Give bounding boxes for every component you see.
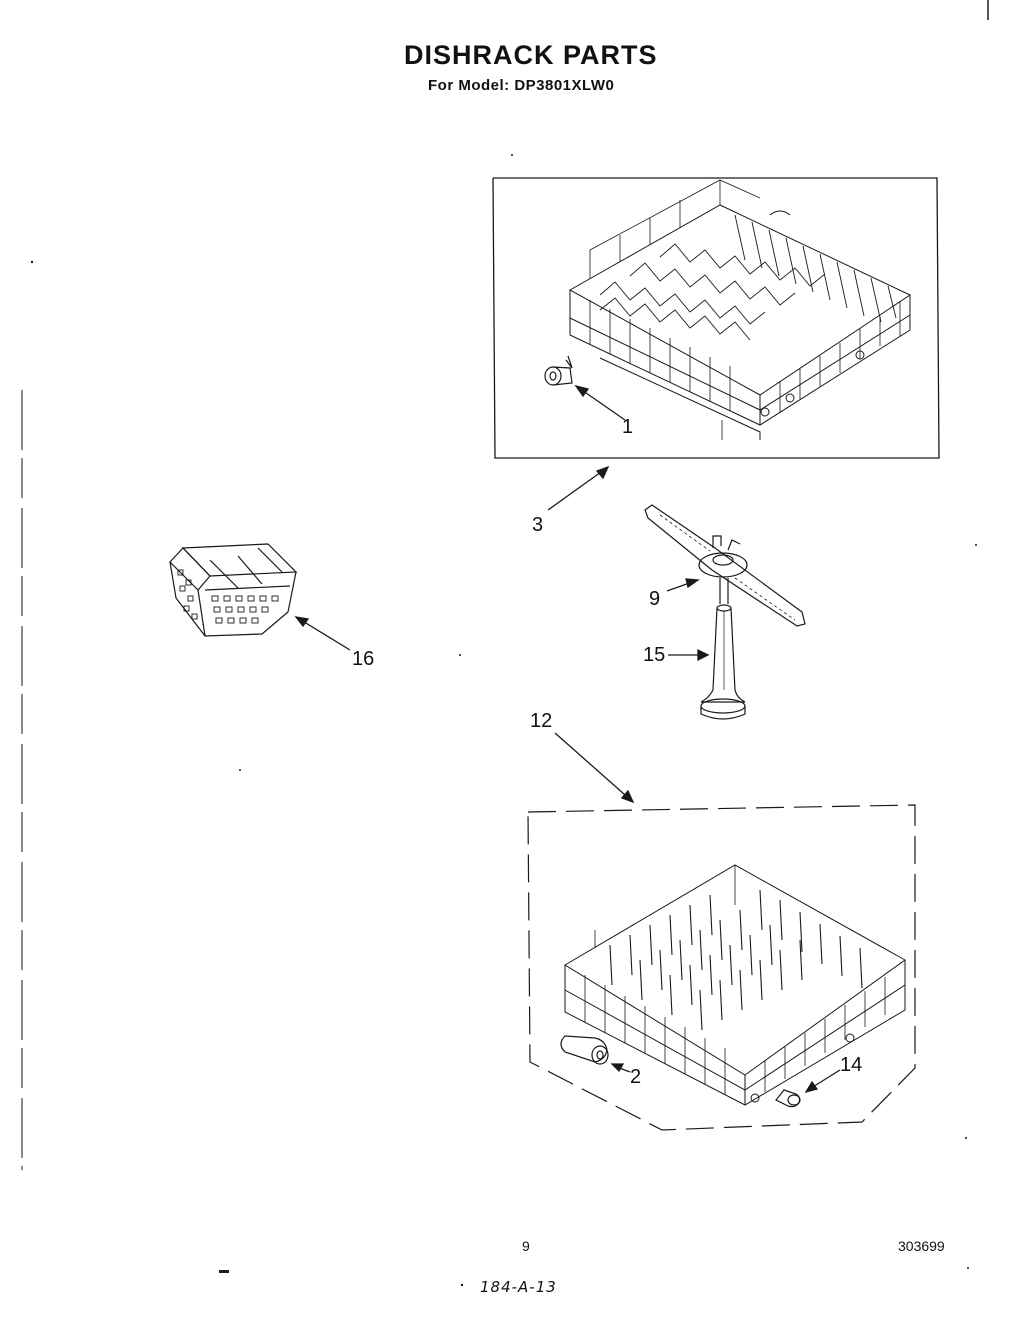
handwritten-note: 184-A-13 xyxy=(480,1278,557,1296)
arrow-9-head xyxy=(685,578,700,589)
arrow-12-line xyxy=(554,732,634,803)
arrow-12-head xyxy=(620,789,635,804)
callout-2: 2 xyxy=(630,1066,642,1088)
silverware-basket-part xyxy=(169,543,298,637)
rack-stop-part xyxy=(544,355,573,386)
callout-1: 1 xyxy=(622,416,634,438)
arrow-14-head xyxy=(804,1080,819,1094)
arrow-2-head xyxy=(610,1063,625,1073)
arrow-3-head xyxy=(595,465,610,480)
spray-arm-part xyxy=(644,504,806,627)
callout-9: 9 xyxy=(649,588,661,610)
callout-12: 12 xyxy=(530,710,553,732)
page-number: 9 xyxy=(522,1238,530,1254)
callout-15: 15 xyxy=(643,644,666,666)
upper-rack-frame xyxy=(492,177,940,459)
lower-rack-wheel-part xyxy=(560,1035,609,1065)
page-title: DISHRACK PARTS xyxy=(404,40,658,70)
arrow-15-head xyxy=(697,648,710,662)
upper-dishrack xyxy=(568,179,912,440)
lower-dishrack xyxy=(564,864,906,1106)
arrow-1-head xyxy=(574,384,590,398)
model-subtitle: For Model: DP3801XLW0 xyxy=(428,77,615,94)
spray-arm-mount-part xyxy=(700,604,746,720)
callout-3: 3 xyxy=(532,514,544,536)
callout-14: 14 xyxy=(840,1054,863,1076)
document-number: 303699 xyxy=(898,1238,945,1254)
end-cap-part xyxy=(775,1089,801,1108)
scan-specks xyxy=(30,154,977,1287)
lower-rack-frame xyxy=(527,804,916,1131)
callout-16: 16 xyxy=(352,648,375,670)
arrow-3-line xyxy=(547,466,609,511)
arrow-16-head xyxy=(294,616,310,628)
